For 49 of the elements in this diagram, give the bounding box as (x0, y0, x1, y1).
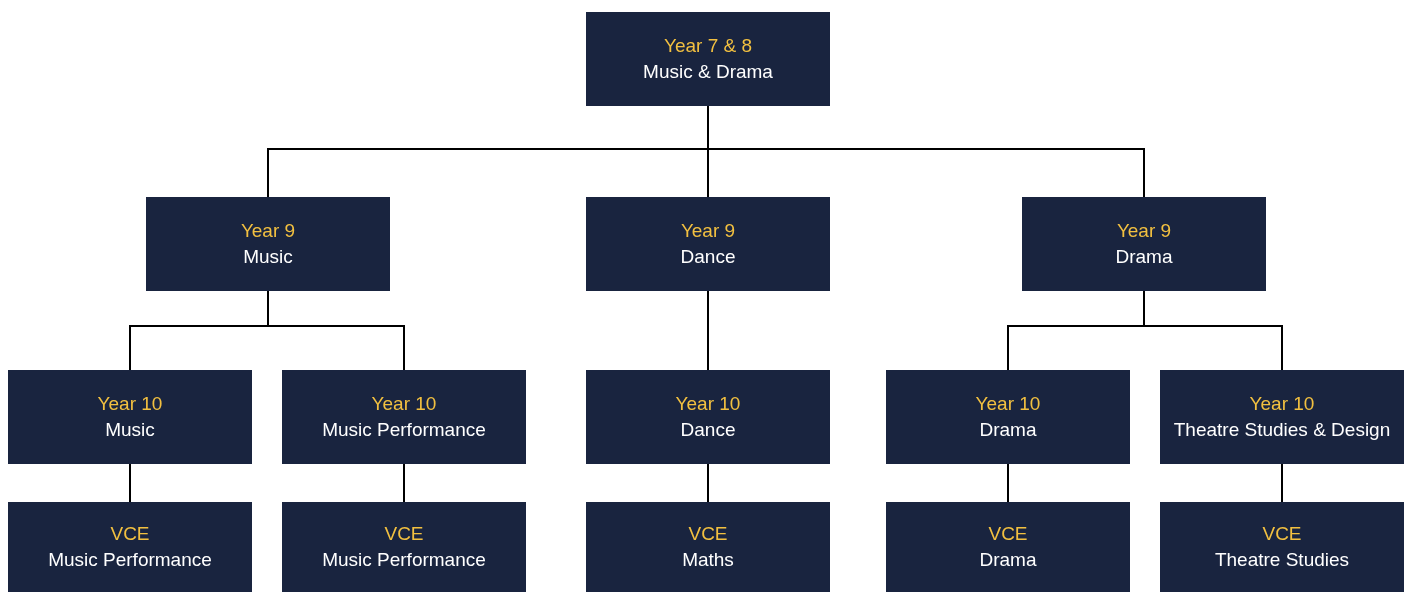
course-box (886, 502, 1130, 592)
course-box (8, 370, 252, 464)
year-label: VCE (1262, 522, 1302, 546)
subject-label: Drama (979, 418, 1037, 442)
connector-line (1007, 463, 1009, 503)
subject-label: Dance (680, 418, 736, 442)
year-label: VCE (384, 522, 424, 546)
course-box (586, 197, 830, 291)
year-label: Year 7 & 8 (663, 34, 752, 58)
course-box (586, 370, 830, 464)
subject-label: Theatre Studies (1214, 548, 1350, 572)
course-box (282, 502, 526, 592)
subject-label: Drama (1115, 245, 1173, 269)
year-label: Year 10 (1249, 392, 1315, 416)
connector-line (403, 463, 405, 503)
course-box (1022, 197, 1266, 291)
subject-label: Theatre Studies & Design (1173, 418, 1391, 442)
year-label: Year 9 (680, 219, 736, 243)
subject-label: Music Performance (322, 548, 486, 572)
year-label: Year 10 (975, 392, 1041, 416)
subject-label: Drama (979, 548, 1037, 572)
subject-label: Music & Drama (643, 60, 773, 84)
year-label: Year 10 (675, 392, 741, 416)
course-box (1160, 502, 1404, 592)
course-box (886, 370, 1130, 464)
year-label: VCE (988, 522, 1028, 546)
course-box (586, 12, 830, 106)
year-label: Year 9 (1116, 219, 1172, 243)
connector-line (1281, 463, 1283, 503)
course-box (1160, 370, 1404, 464)
year-label: VCE (110, 522, 150, 546)
subject-label: Music (243, 245, 293, 269)
course-box (8, 502, 252, 592)
connector-line (707, 290, 709, 371)
subject-label: Music Performance (48, 548, 212, 572)
year-label: VCE (688, 522, 728, 546)
connector-line (1143, 290, 1283, 371)
year-label: Year 10 (371, 392, 437, 416)
year-label: Year 10 (97, 392, 163, 416)
subject-label: Music Performance (322, 418, 486, 442)
course-box (586, 502, 830, 592)
subject-label: Music (105, 418, 155, 442)
course-box (146, 197, 390, 291)
connector-line (129, 463, 131, 503)
course-box (282, 370, 526, 464)
connector-line (707, 463, 709, 503)
year-label: Year 9 (240, 219, 296, 243)
subject-label: Maths (682, 548, 734, 572)
subject-label: Dance (680, 245, 736, 269)
